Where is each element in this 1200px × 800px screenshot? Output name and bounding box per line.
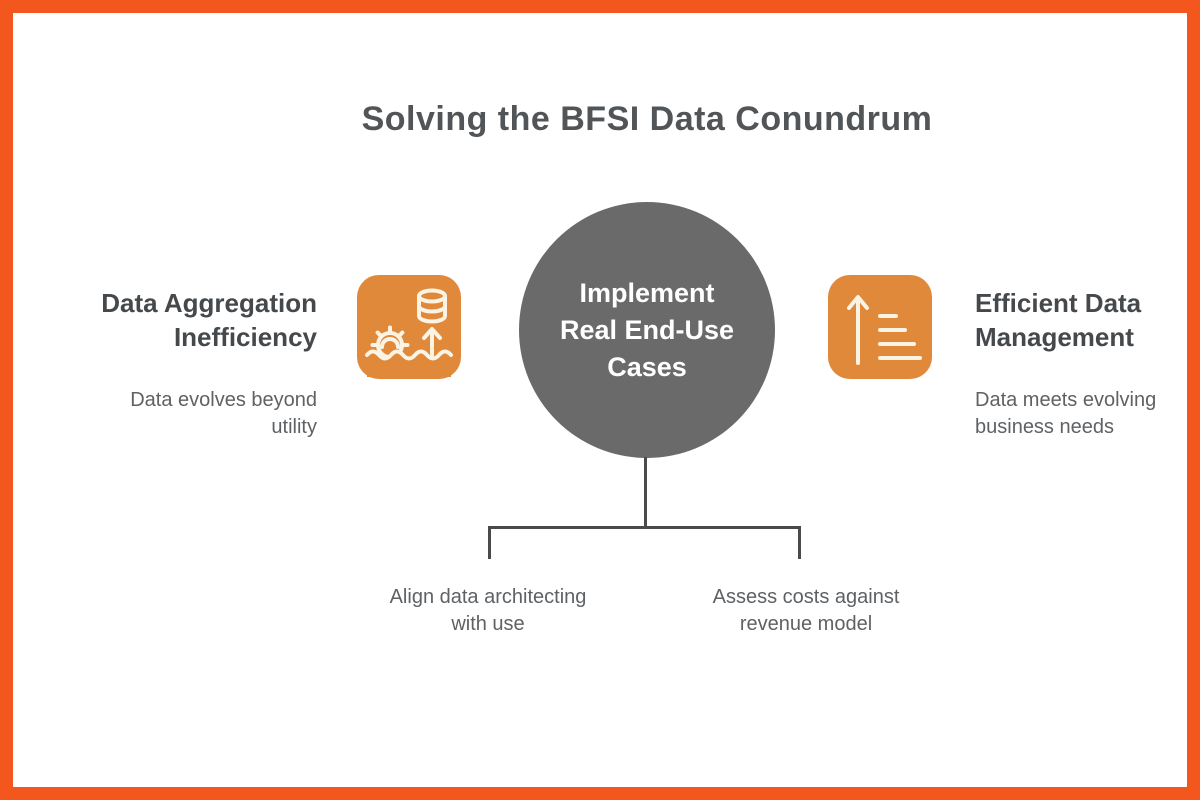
right-item-heading: Efficient Data Management bbox=[975, 288, 1142, 352]
left-item-heading: Data Aggregation Inefficiency bbox=[101, 288, 317, 352]
right-item-description: Data meets evolving business needs bbox=[975, 389, 1157, 438]
connector-stem bbox=[644, 457, 647, 527]
left-item-description: Data evolves beyond utility bbox=[130, 389, 317, 438]
branch-label: Assess costs against revenue model bbox=[712, 586, 900, 635]
center-node: Implement Real End-Use Cases bbox=[519, 202, 775, 458]
right-item: Efficient Data Management Data meets evo… bbox=[975, 286, 1156, 441]
left-item: Data Aggregation Inefficiency Data evolv… bbox=[101, 286, 317, 441]
database-gear-wave-icon bbox=[357, 275, 461, 379]
center-node-label: Implement Real End-Use Cases bbox=[559, 277, 735, 382]
connector-horizontal bbox=[488, 526, 801, 529]
connector-drop-left bbox=[488, 526, 491, 559]
branch-label: Align data architecting with use bbox=[389, 586, 587, 635]
page-title: Solving the BFSI Data Conundrum bbox=[361, 100, 933, 138]
sort-list-up-arrow-icon bbox=[828, 275, 932, 379]
connector-drop-right bbox=[798, 526, 801, 559]
